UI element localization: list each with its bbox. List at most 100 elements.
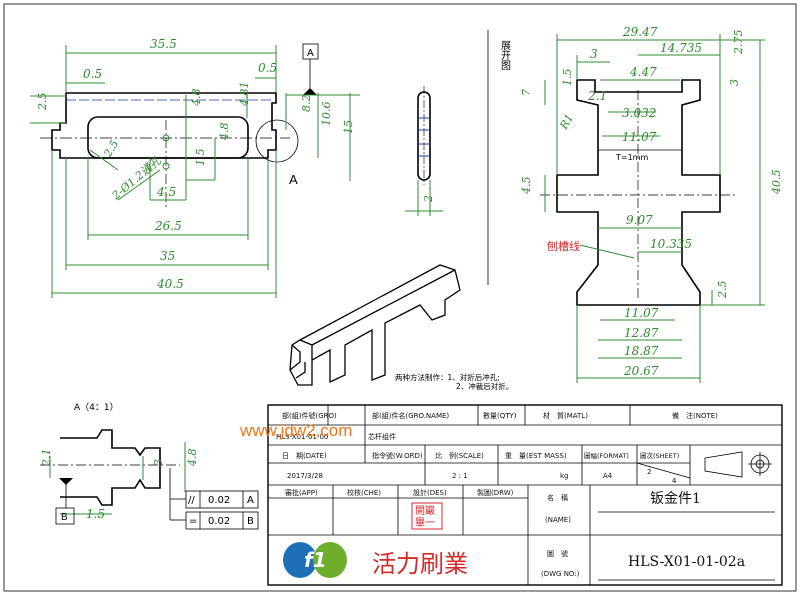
dim-thickness: 2: [422, 195, 435, 203]
dim-10-6: 10.6: [320, 102, 333, 127]
tb-mass-unit: kg: [560, 472, 569, 480]
detail-dim-3: 3: [152, 459, 165, 466]
tb-group-no-value: HLS-X01-01-00: [276, 433, 328, 441]
dim-4-5-side: 4.5: [520, 177, 533, 196]
dim-35: 35: [160, 249, 175, 263]
dim-35-5: 35.5: [150, 37, 177, 51]
dim-40-5: 40.5: [156, 277, 184, 291]
dim-2-1: 2.1: [587, 89, 607, 103]
dim-4-47: 4.47: [629, 65, 657, 79]
dim-2-75: 2.75: [732, 30, 745, 56]
dim-1-5: 1.5: [194, 149, 207, 167]
tb-scale-value: 2 : 1: [452, 472, 468, 480]
detail-label: A: [289, 172, 298, 187]
dim-11-07-bottom: 11.07: [624, 306, 659, 320]
tb-date-value: 2017/3/28: [287, 472, 323, 480]
tb-format-label: 圖幅(FORMAT): [584, 451, 629, 460]
tb-drawing-no-value: HLS-X01-01-02a: [628, 554, 745, 570]
detail-dim-4-8: 4.8: [186, 449, 199, 468]
tb-group-no-label: 部(組)件號(GRO): [282, 411, 337, 420]
datum-b-label: B: [61, 512, 68, 523]
dim-3-032: 3.032: [622, 106, 656, 120]
dim-7: 7: [520, 89, 533, 96]
symmetry-value: 0.02: [208, 516, 230, 527]
stamp-text: 開巖畢一: [415, 504, 435, 529]
parallelism-datum: A: [247, 495, 254, 506]
tb-order-label: 指令號(W.ORD): [372, 451, 423, 460]
tb-name-label: 名 稱: [547, 493, 568, 502]
symmetry-datum: B: [247, 516, 254, 527]
dim-12-87: 12.87: [624, 326, 659, 340]
isometric-view: [289, 264, 461, 386]
tb-name-label-en: (NAME): [545, 516, 571, 524]
dim-26-5: 26.5: [154, 219, 182, 233]
dim-r1: R1: [557, 112, 576, 133]
title-block: 部(組)件號(GRO) HLS-X01-01-00 部(組)件名(GRO.NAM…: [267, 404, 783, 586]
center-slot: [87, 116, 249, 159]
dim-11-07-top: 11.07: [622, 130, 657, 144]
front-view: A A 35.5 0.5 0.5 2.5 4.8 4.81 8.2 10.6: [30, 37, 360, 298]
dim-4-8-mid: 4.8: [218, 123, 231, 142]
dim-15: 15: [342, 120, 355, 134]
projection-cone-icon: [704, 451, 743, 478]
parallelism-value: 0.02: [208, 495, 230, 506]
tb-drawing-no-label: 圖 號: [547, 549, 568, 558]
detail-title: A（4：1）: [74, 402, 119, 413]
dim-4-8-top: 4.8: [190, 89, 203, 108]
hole-note: 2-Ø1.2通孔: [109, 154, 164, 203]
dim-8-2: 8.2: [300, 95, 313, 113]
company-name: 活力刷業: [372, 550, 468, 578]
logo-mark: f1: [304, 548, 327, 572]
symmetry-symbol: =: [189, 516, 197, 527]
tb-name-value: 钣金件1: [650, 491, 701, 507]
dim-18-87: 18.87: [624, 344, 659, 358]
tb-mass-label: 重 量(EST MASS): [505, 452, 567, 460]
dim-9-07: 9.07: [626, 213, 653, 227]
flat-pattern-label: 展开图: [499, 40, 511, 71]
tb-scale-label: 比 例(SCALE): [435, 451, 484, 460]
dim-20-67: 20.67: [623, 364, 659, 378]
tb-date-label: 日 期(DATE): [282, 452, 327, 460]
tb-material-label: 材 質(MATL): [543, 411, 588, 420]
dim-2-5: 2.5: [36, 93, 49, 112]
dim-3-right: 3: [728, 79, 741, 86]
tb-group-name-value: 芯杆组件: [368, 432, 396, 441]
dim-14-735: 14.735: [660, 41, 702, 55]
detail-dim-2-1: 2.1: [40, 449, 53, 468]
detail-callout-circle: [255, 119, 299, 163]
approval-stamp: [411, 502, 443, 530]
tb-qty-label: 數量(QTY): [483, 411, 517, 420]
datum-a-box: [302, 43, 319, 60]
dim-0-5-left: 0.5: [83, 67, 102, 81]
process-note-2: 2、冲裁后对折。: [456, 381, 513, 391]
tb-sheet-label: 圖次(SHEET): [640, 451, 679, 460]
dim-29-47: 29.47: [622, 25, 658, 39]
dim-4-5: 4.5: [156, 185, 176, 199]
dim-2-5-bottom: 2.5: [716, 281, 729, 300]
detail-view-a: A（4：1） 2.1 3 4.8 1.5 B // 0.02 A = 0.02 …: [40, 402, 259, 530]
dim-3-top: 3: [590, 47, 598, 61]
dim-2-5-angled: 2.5: [101, 138, 122, 161]
dim-4-81: 4.81: [238, 82, 251, 108]
watermark: www.jdw2.com: [240, 421, 353, 440]
tb-drawn-label: 製圖(DRW): [477, 488, 514, 497]
score-line-label: 刨槽线: [547, 239, 580, 253]
tb-approve-label: 審批(APP): [285, 488, 318, 497]
company-logo: f1: [283, 542, 347, 578]
dim-40-5-side: 40.5: [770, 170, 783, 196]
sheet-border: [3, 3, 797, 592]
dim-0-5-right: 0.5: [258, 61, 277, 75]
thickness-note: T=1mm: [615, 153, 648, 162]
tb-group-name-label: 部(組)件名(GRO.NAME): [372, 411, 449, 420]
process-note-1: 两种方法制作：1、对折后冲孔;: [395, 372, 500, 382]
datum-b-box: [55, 507, 75, 525]
dim-10-335: 10.335: [650, 237, 692, 251]
flat-pattern-view: 展开图 29.47 3 14.735 2.75 4.47 1.5 2.1 3: [499, 25, 783, 383]
tb-check-label: 校核(CHE): [347, 488, 381, 497]
detail-dim-1-5: 1.5: [86, 507, 105, 521]
tb-sheet-value: 2: [647, 468, 651, 476]
tb-sheet-total: 4: [672, 477, 677, 485]
tb-drawing-no-label-en: (DWG NO:): [541, 570, 580, 578]
tb-design-label: 設計(DES): [413, 488, 447, 497]
